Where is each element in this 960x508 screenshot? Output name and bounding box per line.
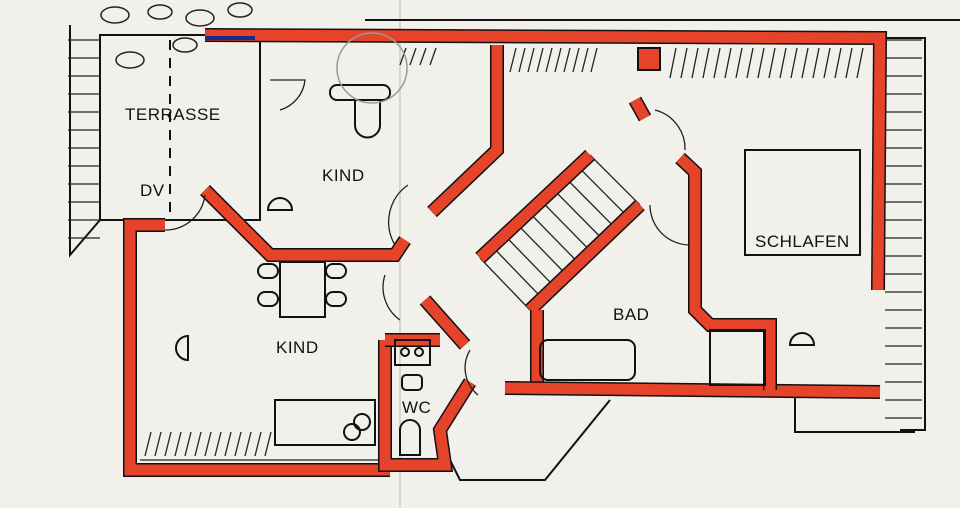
wall-segment [630,97,650,121]
stair-step [540,200,592,253]
hatch-line [419,47,427,66]
stair-step [565,177,617,229]
wall-segment [124,219,390,476]
hatch-line [790,47,798,79]
hatch-line [244,431,252,457]
outline-lines [69,19,960,481]
hatch-line [757,47,765,79]
hatch-line [234,431,242,457]
room-label-child-upper: KIND [322,166,365,185]
staircase [479,154,641,311]
stove [394,339,431,366]
hatch-line [713,47,721,79]
hatch-line [409,47,417,66]
hatch-line [856,47,864,79]
pencil-circle [336,32,408,104]
hatch-line [702,47,710,79]
hatch-line [812,47,820,79]
hatch-line [724,47,732,79]
hatch-line [563,47,571,73]
furniture [175,32,861,456]
stair-step [503,234,555,288]
room-label-bath: BAD [613,305,649,324]
hatch-line [518,47,526,73]
toilet [399,419,421,456]
wall-segment [428,45,503,216]
hatch-line [264,431,272,457]
wall-segment [476,150,594,263]
plant-decoration [100,2,255,69]
stair-step [589,154,641,206]
hatch-line [527,47,535,73]
hatch-line [545,47,553,73]
washbasin [788,332,816,346]
hatch-line [669,47,677,79]
hatch-line [429,47,437,66]
hatch-line [845,47,853,79]
hatch-line [801,47,809,79]
stair-step [577,165,629,218]
bathtub [539,339,636,381]
wall-segment [420,296,470,349]
hatch-line [554,47,562,73]
wall-segment [526,201,644,314]
hatch-line [154,431,162,457]
wall-segment [201,186,410,261]
hatch-line [399,47,407,66]
table [279,261,326,318]
stair-step [528,211,580,264]
hatch-line [572,47,580,73]
hatch-line [779,47,787,79]
desk [274,399,376,446]
hatch-line [224,431,232,457]
wall-segment [379,340,475,471]
room-label-wc: WC [402,398,431,417]
hatch-line [834,47,842,79]
bed [744,149,861,256]
walls [123,28,888,477]
hatch-line [746,47,754,79]
hatch-line [691,47,699,79]
hatch-line [590,47,598,73]
hatch-line [184,431,192,457]
hatch-line [254,431,262,457]
hatch-line [581,47,589,73]
wall-segment [504,382,881,398]
stair-step [552,188,604,241]
hatch-line [823,47,831,79]
room-label-dv: DV [140,181,165,200]
wall-segment [676,153,776,390]
hatch-line [144,431,152,457]
doors [164,79,691,396]
wall-segment [204,29,886,291]
hatch-line [204,431,212,457]
hatch-line [680,47,688,79]
room-label-child-lower: KIND [276,338,319,357]
stair-step [516,223,568,276]
window-hatching [68,39,922,457]
hatch-line [174,431,182,457]
stair-step [491,246,543,299]
hatch-line [768,47,776,79]
hatch-line [735,47,743,79]
hatch-line [164,431,172,457]
room-label-bedroom: SCHLAFEN [755,232,850,251]
hatch-line [536,47,544,73]
stair-step [479,257,531,311]
hatch-line [194,431,202,457]
chimney [637,47,661,71]
hatch-line [509,47,517,73]
room-label-terrace: TERRASSE [125,105,221,124]
hatch-line [214,431,222,457]
